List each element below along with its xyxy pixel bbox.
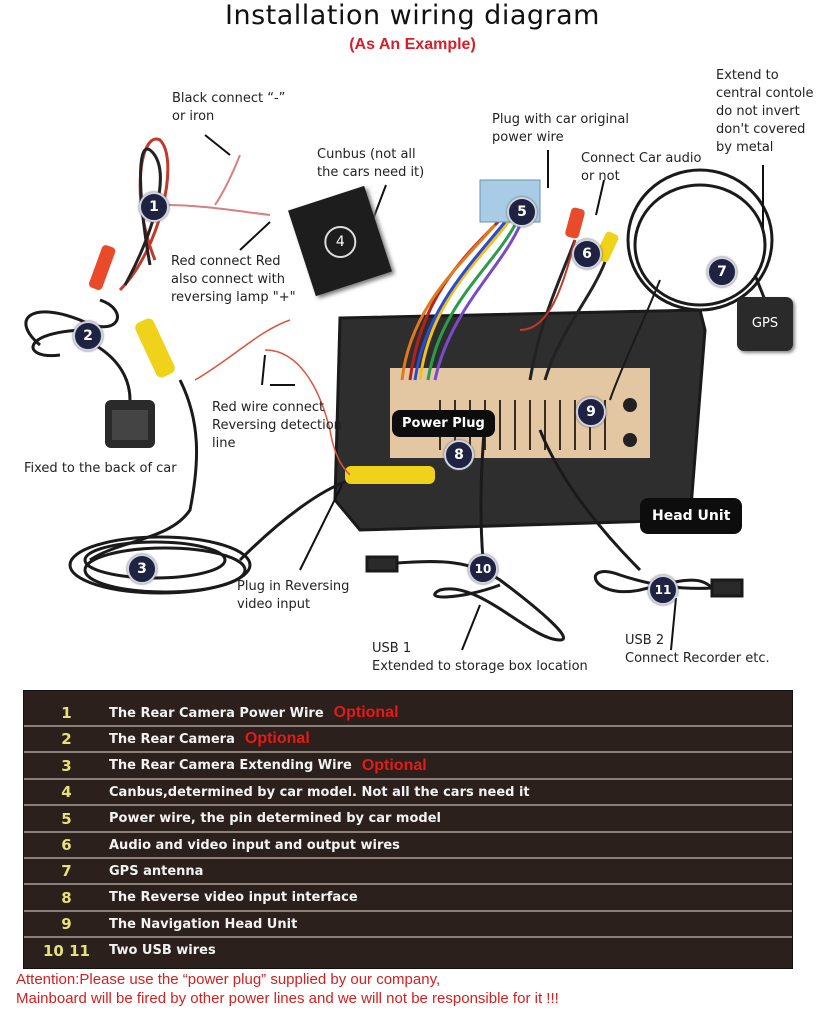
harness-wires [400, 218, 522, 381]
optional-tag: Optional [244, 730, 310, 748]
legend-row-text: Power wire, the pin determined by car mo… [109, 811, 441, 827]
badge-6: 6 [572, 239, 602, 269]
legend-row-text: The Navigation Head Unit [109, 916, 298, 932]
camera-cable [24, 298, 132, 401]
legend-row-text: The Reverse video input interface [109, 890, 358, 906]
legend-row-number: 10 11 [43, 941, 90, 960]
badge-3: 3 [127, 554, 157, 584]
legend-row-text: Audio and video input and output wires [109, 837, 400, 853]
legend-row-number: 1 [61, 704, 72, 722]
legend-row: 1 The Rear Camera Power Wire Optional [24, 701, 792, 727]
callout-black-connect: Black connect “-” or iron [172, 91, 286, 124]
callout-extend-gps: Extend to central contole do not invert … [716, 68, 814, 155]
rca-red-camera [89, 245, 116, 290]
badge-2: 2 [73, 321, 103, 351]
legend-row-number: 8 [61, 888, 72, 907]
power-plug-label: Power Plug [392, 410, 495, 437]
legend-row-text: Two USB wires [109, 943, 216, 959]
legend-row: 10 11 Two USB wires [24, 939, 792, 963]
legend-row: 2 The Rear Camera Optional [24, 727, 792, 754]
badge-7: 7 [707, 257, 737, 287]
legend-row-number: 6 [61, 836, 72, 854]
legend-row-text: GPS antenna [109, 863, 204, 879]
wiring-illustration [24, 134, 774, 651]
legend-row: 5 Power wire, the pin determined by car m… [24, 807, 792, 833]
legend-row-text: The Rear Camera Extending Wire [109, 758, 352, 774]
rca-yellow-camera [135, 318, 175, 378]
badge-8: 8 [444, 440, 474, 470]
legend-row: 3 The Rear Camera Extending Wire Optional [24, 754, 792, 780]
legend-row: 7 GPS antenna [24, 859, 792, 886]
callout-arrows [204, 134, 764, 651]
page-subtitle: (As An Example) [349, 36, 476, 53]
callout-red-wire-detection: Red wire connect Reversing detection lin… [212, 400, 342, 451]
legend-row: 4 Canbus,determined by car model. Not all… [24, 780, 792, 807]
legend-row-number: 3 [61, 756, 72, 775]
extension-cable-coil [68, 478, 351, 595]
optional-tag: Optional [333, 704, 399, 721]
legend-row-number: 7 [61, 862, 72, 881]
page-title: Installation wiring diagram [225, 0, 600, 31]
callout-red-connect: Red connect Red also connect with revers… [171, 254, 296, 305]
badge-4: 4 [324, 225, 357, 258]
rca-red [565, 207, 585, 239]
callout-plug-reversing: Plug in Reversing video input [237, 579, 350, 612]
legend-row-text: The Rear Camera [109, 731, 235, 747]
badge-10: 10 [468, 554, 498, 584]
gps-cable-coil [626, 168, 774, 312]
badge-11: 11 [648, 575, 678, 605]
legend-row-number: 2 [61, 730, 72, 749]
legend-row-number: 9 [61, 915, 72, 934]
attention-line-2: Mainboard will be fired by other power l… [16, 990, 559, 1007]
gps-antenna: GPS [737, 297, 793, 351]
callout-plug-original: Plug with car original power wire [492, 112, 629, 145]
callout-cunbus: Cunbus (not all the cars need it) [317, 147, 425, 180]
legend-row-text: Canbus,determined by car model. Not all … [109, 784, 530, 800]
legend-row: 8 The Reverse video input interface [24, 886, 792, 912]
legend-row: 6 Audio and video input and output wires [24, 833, 792, 859]
badge-9: 9 [576, 397, 606, 427]
attention-notice: Attention:Please use the “power plug” su… [16, 970, 559, 1008]
callout-fixed-back: Fixed to the back of car [24, 461, 177, 476]
legend-row-text: The Rear Camera Power Wire [109, 705, 324, 721]
callout-connect-audio: Connect Car audio or not [581, 151, 702, 184]
badge-5: 5 [507, 197, 537, 227]
optional-tag: Optional [361, 756, 427, 774]
attention-line-1: Attention:Please use the “power plug” su… [16, 971, 441, 988]
callout-usb2: USB 2 Connect Recorder etc. [625, 633, 770, 666]
rca-reversing-plug [345, 466, 435, 484]
callout-usb1: USB 1 Extended to storage box location [372, 641, 588, 674]
legend-row: 9 The Navigation Head Unit [24, 912, 792, 939]
head-unit-label: Head Unit [640, 498, 743, 534]
legend-row-number: 5 [61, 809, 72, 828]
legend-row-number: 4 [61, 783, 72, 802]
badge-1: 1 [139, 192, 169, 222]
